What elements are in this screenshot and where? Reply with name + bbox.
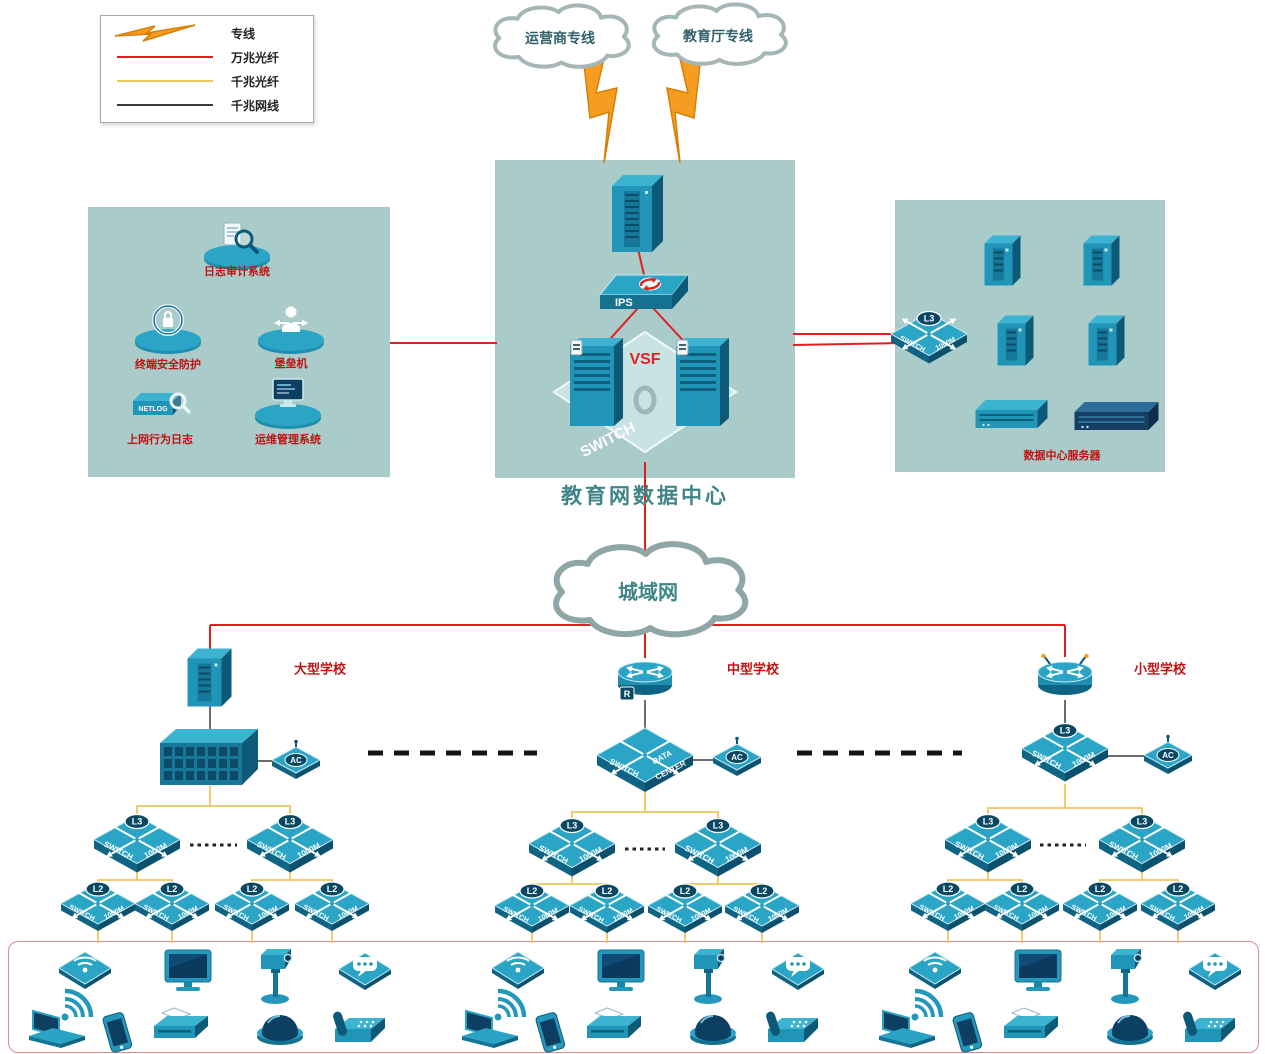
firewall — [612, 175, 664, 253]
svg-text:L3: L3 — [1060, 726, 1071, 736]
line-1g-icon — [117, 80, 213, 82]
printer-3 — [1004, 1006, 1060, 1050]
smartphone-1 — [97, 1010, 137, 1054]
dome-camera-1 — [253, 1009, 307, 1047]
server-panel-label: 数据中心服务器 — [1023, 450, 1101, 462]
school-medium-label: 中型学校 — [726, 661, 780, 677]
sec-bastion-label: 堡垒机 — [274, 358, 308, 370]
svg-text:NETLOG: NETLOG — [138, 406, 168, 413]
dc-rack-2 — [1074, 402, 1160, 436]
line-10g-icon — [117, 56, 213, 58]
svg-text:教育厅专线: 教育厅专线 — [683, 28, 753, 44]
dc-server-4 — [1088, 315, 1126, 367]
ptz-camera-2 — [690, 943, 732, 1005]
sec-netlog-label: 上网行为日志 — [127, 434, 193, 446]
sec-ops-mgmt — [251, 374, 325, 430]
svg-text:AC: AC — [1162, 751, 1174, 760]
school-medium-ac: AC — [711, 736, 763, 778]
svg-text:AC: AC — [290, 756, 302, 765]
line-cable-icon — [117, 104, 213, 106]
dome-camera-3 — [1103, 1009, 1157, 1047]
sec-audit-label: 日志审计系统 — [204, 266, 270, 278]
svg-text:L3: L3 — [924, 314, 935, 324]
dome-camera-2 — [686, 1009, 740, 1047]
smartphone-3 — [947, 1010, 987, 1054]
school-large-label: 大型学校 — [293, 661, 347, 677]
school-small-label: 小型学校 — [1133, 661, 1187, 677]
school-large-core — [160, 727, 260, 789]
dc-rack-1 — [975, 400, 1049, 434]
svg-text:IPS: IPS — [615, 297, 633, 309]
sec-ops-label: 运维管理系统 — [255, 434, 321, 446]
dc-title: 教育网数据中心 — [561, 485, 729, 508]
dc-server-1 — [984, 235, 1022, 287]
legend-item-1g: 千兆光纤 — [109, 69, 305, 93]
wlan-ap-1 — [57, 942, 113, 990]
fax-phone-1 — [331, 1009, 389, 1053]
wlan-ap-2 — [490, 942, 546, 990]
sec-terminal-label: 终端安全防护 — [135, 359, 201, 371]
printer-2 — [587, 1006, 643, 1050]
legend: 专线 万兆光纤 千兆光纤 千兆网线 — [100, 15, 314, 123]
legend-item-10g: 万兆光纤 — [109, 45, 305, 69]
sec-netlog: NETLOG — [123, 383, 197, 423]
sec-bastion-host — [254, 299, 328, 355]
wifi-signal-3 — [904, 979, 956, 1025]
ips-device: IPS — [598, 273, 692, 313]
legend-label-10g: 万兆光纤 — [231, 50, 280, 65]
svg-text:AC: AC — [731, 753, 743, 762]
sec-log-audit — [200, 215, 274, 271]
fax-phone-3 — [1181, 1009, 1239, 1053]
pc-monitor-2 — [595, 948, 647, 996]
school-small-ac: AC — [1142, 734, 1194, 776]
ptz-camera-1 — [257, 943, 299, 1005]
pc-monitor-1 — [162, 948, 214, 996]
svg-text:R: R — [624, 689, 631, 699]
dc-server-3 — [997, 315, 1035, 367]
laptop-1 — [27, 1009, 87, 1050]
wlan-ap-3 — [907, 942, 963, 990]
svg-text:城域网: 城域网 — [618, 580, 678, 604]
legend-item-cable: 千兆网线 — [109, 93, 305, 117]
svg-text:VSF: VSF — [629, 351, 660, 368]
legend-item-dedicated: 专线 — [109, 21, 305, 45]
svg-text:运营商专线: 运营商专线 — [525, 30, 595, 46]
fax-phone-2 — [764, 1009, 822, 1053]
sec-terminal-protect — [131, 299, 205, 355]
legend-label-1g: 千兆光纤 — [231, 74, 280, 89]
school-medium-router: R — [614, 653, 676, 703]
printer-1 — [154, 1006, 210, 1050]
pc-monitor-3 — [1012, 948, 1064, 996]
legend-label-dedicated: 专线 — [231, 26, 256, 41]
legend-label-cable: 千兆网线 — [231, 98, 280, 113]
laptop-3 — [877, 1009, 937, 1050]
chat-terminal-2 — [770, 943, 826, 993]
laptop-2 — [460, 1009, 520, 1050]
school-large-ac: AC — [270, 739, 322, 781]
cloud-man: 城域网 — [541, 542, 756, 642]
school-small-router — [1034, 653, 1096, 703]
school-large-edge-server — [187, 648, 233, 708]
wifi-signal-1 — [54, 979, 106, 1025]
lightning-icon — [114, 24, 196, 42]
ptz-camera-3 — [1107, 943, 1149, 1005]
wifi-signal-2 — [487, 979, 539, 1025]
chat-terminal-3 — [1187, 943, 1243, 993]
dc-server-2 — [1083, 235, 1121, 287]
smartphone-2 — [530, 1010, 570, 1054]
chat-terminal-1 — [337, 943, 393, 993]
